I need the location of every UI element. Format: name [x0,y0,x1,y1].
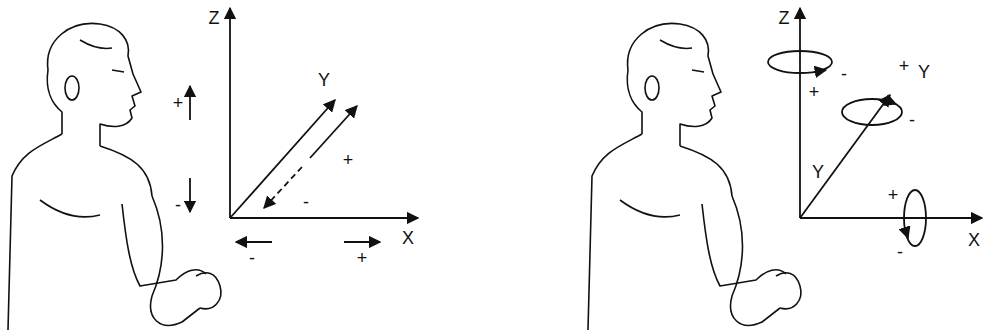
sign-label: - [909,111,915,129]
axis-arrows [190,8,418,242]
axis-label: Y [318,71,330,89]
sign-label: - [249,249,255,267]
axis-label: X [402,229,414,247]
sign-label: - [303,193,309,211]
sign-label: - [841,65,847,83]
sign-label: + [899,57,910,75]
axis-label: Z [209,9,220,27]
axis-label: X [968,231,980,249]
man-figure [8,23,221,330]
sign-label: + [809,83,820,101]
axis-label: Y [812,163,824,181]
sign-label: - [897,243,903,261]
axis-label: Y [918,63,930,81]
man-figure [588,23,801,330]
axis-label: Z [779,9,790,27]
rotation-axes [768,8,982,246]
sign-label: + [888,186,899,204]
sign-label: - [175,196,181,214]
sign-label: + [357,249,368,267]
sign-label: + [173,94,184,112]
sign-label: + [343,151,354,169]
